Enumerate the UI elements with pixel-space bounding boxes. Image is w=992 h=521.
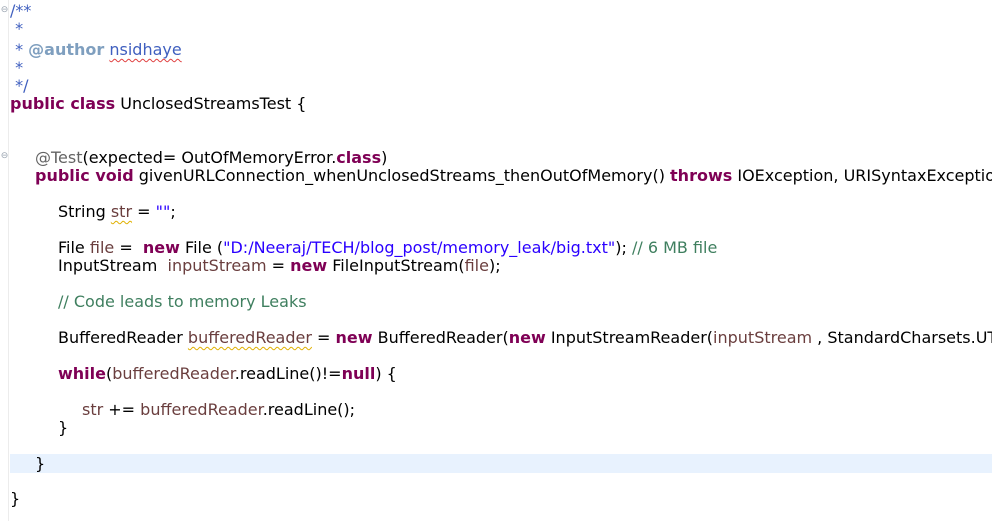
code-text: = — [114, 238, 143, 257]
code-text: = — [311, 328, 336, 347]
keyword: new — [290, 256, 328, 275]
code-line-concat: str += bufferedReader.readLine(); — [82, 401, 355, 419]
javadoc-open: /** — [10, 1, 32, 20]
editor-gutter — [0, 0, 9, 521]
keyword: new — [508, 328, 546, 347]
code-text: ( — [106, 364, 113, 383]
code-line-5: */ — [10, 77, 28, 95]
closing-brace: } — [10, 489, 21, 508]
code-line-class-close: } — [10, 490, 20, 508]
code-text: ; — [170, 202, 176, 221]
string-literal: "" — [155, 202, 171, 221]
closing-brace: } — [35, 454, 46, 473]
javadoc-star: * — [10, 40, 29, 59]
local-variable: bufferedReader — [140, 400, 263, 419]
line-comment: // 6 MB file — [631, 238, 718, 257]
code-text: BufferedReader — [58, 328, 188, 347]
keyword: public void — [35, 166, 134, 185]
code-text: = — [266, 256, 291, 275]
local-variable: inputStream — [167, 256, 267, 275]
code-line-class-decl: public class UnclosedStreamsTest { — [10, 95, 306, 113]
code-line-comment: // Code leads to memory Leaks — [58, 293, 307, 311]
local-variable: str — [82, 400, 104, 419]
local-variable: file — [464, 256, 489, 275]
local-variable: file — [89, 238, 115, 257]
code-line-method-decl: public void givenURLConnection_whenUnclo… — [35, 167, 992, 185]
keyword: while — [58, 364, 106, 383]
local-variable: bufferedReader — [112, 364, 235, 383]
code-text: ) — [381, 148, 388, 167]
code-text: = — [132, 202, 156, 221]
code-text: ); — [615, 238, 632, 257]
code-text: File ( — [179, 238, 224, 257]
javadoc-author-name: nsidhaye — [109, 40, 182, 59]
fold-collapse-icon-javadoc[interactable]: ⊖ — [0, 5, 9, 15]
javadoc-close: */ — [10, 76, 29, 95]
closing-brace: } — [58, 418, 69, 437]
code-line-while-close: } — [58, 419, 68, 437]
method-name: givenURLConnection_whenUnclosedStreams_t… — [133, 166, 671, 185]
code-line-2: * — [10, 20, 23, 38]
keyword: new — [142, 238, 180, 257]
keyword: new — [335, 328, 373, 347]
current-line-highlight — [10, 454, 992, 473]
code-text: FileInputStream( — [327, 256, 465, 275]
local-variable: str — [110, 202, 133, 221]
keyword: null — [341, 364, 376, 383]
code-line-3: * @author nsidhaye — [10, 41, 182, 59]
class-name: UnclosedStreamsTest { — [115, 94, 307, 113]
code-text: += — [103, 400, 141, 419]
code-line-annotation: @Test(expected= OutOfMemoryError.class) — [35, 149, 387, 167]
code-line-file-decl: File file = new File ("D:/Neeraj/TECH/bl… — [58, 239, 717, 257]
javadoc-star: * — [10, 19, 24, 38]
code-text: File — [58, 238, 90, 257]
code-text: BufferedReader( — [372, 328, 509, 347]
keyword: public class — [10, 94, 116, 113]
code-line-string-decl: String str = ""; — [58, 203, 176, 221]
keyword: class — [336, 148, 382, 167]
code-text: InputStream — [58, 256, 168, 275]
code-text: , StandardCharsets.UTF_8)); — [817, 328, 992, 347]
code-line-while: while(bufferedReader.readLine()!=null) { — [58, 365, 397, 383]
annotation: @Test — [35, 148, 83, 167]
code-text: IOException, URISyntaxException { — [732, 166, 992, 185]
code-line-method-close: } — [35, 455, 45, 473]
code-text: String — [58, 202, 111, 221]
code-text: (expected= OutOfMemoryError. — [82, 148, 337, 167]
line-comment: // Code leads to memory Leaks — [58, 292, 307, 311]
code-text: .readLine()!= — [234, 364, 342, 383]
code-text: .readLine(); — [262, 400, 356, 419]
fold-collapse-icon-method[interactable]: ⊖ — [0, 151, 9, 161]
string-literal: "D:/Neeraj/TECH/blog_post/memory_leak/bi… — [223, 238, 616, 257]
code-line-inputstream-decl: InputStream inputStream = new FileInputS… — [58, 257, 501, 275]
code-line-1: /** — [10, 2, 31, 20]
code-text: InputStreamReader( — [545, 328, 714, 347]
code-text: ); — [488, 256, 501, 275]
code-text: ) { — [375, 364, 397, 383]
local-variable: inputStream — [713, 328, 813, 347]
local-variable: bufferedReader — [187, 328, 312, 347]
keyword: throws — [670, 166, 733, 185]
code-line-4: * — [10, 59, 23, 77]
javadoc-star: * — [10, 58, 24, 77]
code-line-bufferedreader-decl: BufferedReader bufferedReader = new Buff… — [58, 329, 992, 347]
javadoc-author-tag: @author — [28, 40, 105, 59]
